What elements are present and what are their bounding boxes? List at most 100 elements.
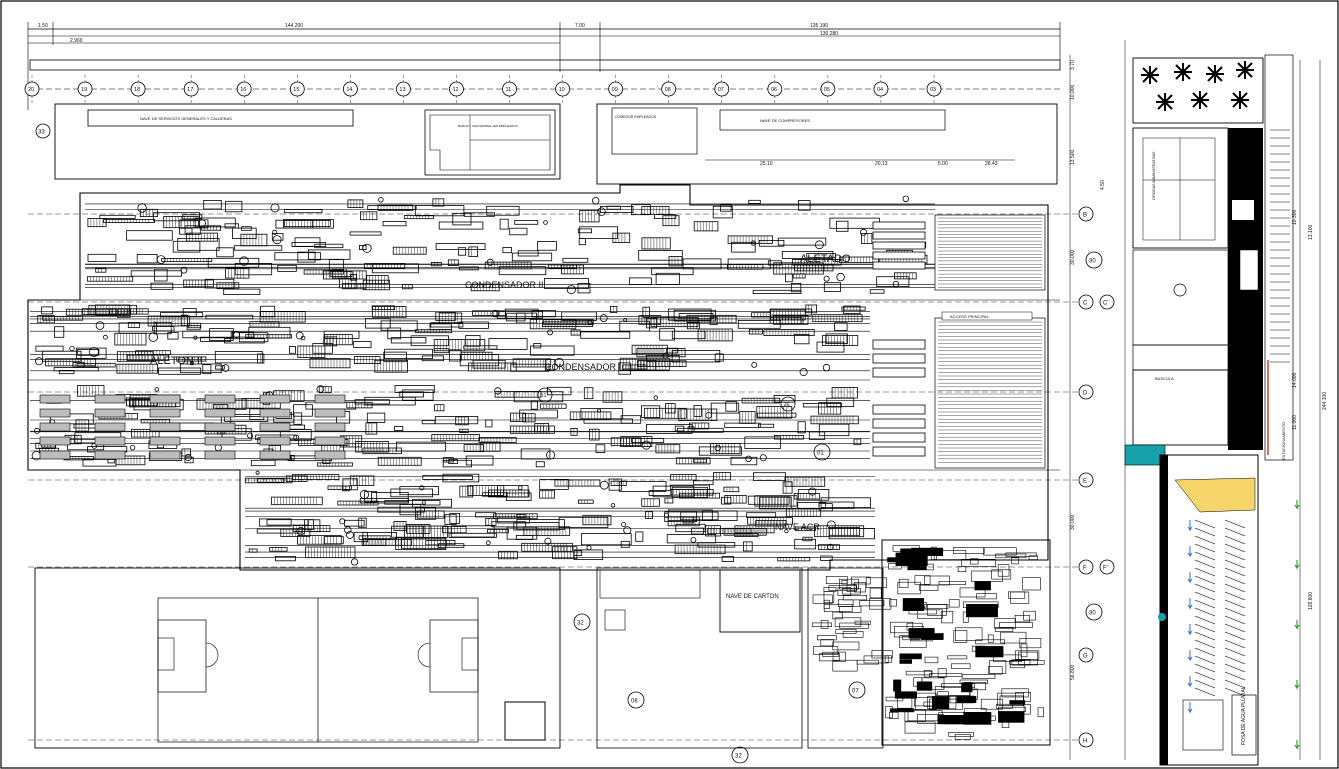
equipment-block — [668, 256, 683, 267]
equipment-block — [805, 304, 817, 314]
equipment-block — [806, 253, 836, 258]
row-label-B: B — [1083, 213, 1087, 219]
equipment-block — [825, 333, 848, 344]
column-marker-09 — [608, 81, 624, 97]
equipment-block — [793, 493, 821, 500]
dim-right-11: 14.000 — [1292, 372, 1298, 388]
row-marker-F — [1078, 559, 1094, 575]
equipment-block — [531, 310, 556, 318]
label-nave-compresores: NAVE DE COMPRESORES — [760, 118, 810, 123]
equipment-block — [304, 519, 314, 530]
label-condensador-i: CONDENSADOR I — [545, 362, 621, 372]
equipment-block — [216, 247, 234, 258]
equipment-block — [637, 360, 687, 367]
equipment-block — [747, 495, 790, 505]
equipment-block — [494, 391, 542, 398]
equipment-block — [223, 288, 261, 296]
equipment-block — [181, 448, 191, 457]
dim-right-4: 30.000 — [1070, 249, 1076, 265]
equipment-block — [748, 328, 763, 335]
dim-inner-1: 25.10 — [760, 161, 773, 167]
equipment-block — [498, 550, 518, 560]
equipment-block — [679, 492, 721, 499]
equipment-block — [580, 331, 631, 339]
top-dimension-lines: 1.50 2.960 144.200 7.00 135.190 130.280 — [27, 22, 1061, 110]
row-label-D: D — [1083, 391, 1088, 397]
equipment-block — [203, 199, 222, 210]
tree-icon — [1236, 61, 1254, 79]
equipment-block — [353, 340, 372, 348]
equipment-block — [544, 278, 590, 289]
traffic-arrow-icon — [1294, 680, 1300, 690]
equipment-block — [693, 480, 714, 486]
equipment-block — [498, 266, 547, 276]
equipment-block — [748, 199, 761, 204]
equipment-block — [539, 490, 555, 499]
equipment-block — [794, 538, 817, 550]
equipment-block — [410, 335, 450, 347]
equipment-block — [542, 321, 593, 327]
equipment-block — [539, 478, 569, 490]
equipment-block — [569, 411, 612, 420]
equipment-block — [430, 322, 464, 328]
equipment-block — [763, 329, 815, 337]
equipment-block — [777, 237, 827, 246]
column-label-04: 04 — [877, 87, 883, 93]
equipment-block — [314, 243, 344, 249]
equipment-block — [95, 304, 130, 316]
equipment-block — [646, 424, 693, 434]
equipment-block — [182, 214, 203, 220]
equipment-block — [288, 346, 296, 354]
equipment-block — [95, 267, 107, 273]
column-label-16: 16 — [240, 87, 246, 93]
equipment-block — [433, 338, 486, 352]
traffic-arrow-icon — [1187, 520, 1193, 532]
equipment-block — [442, 459, 473, 468]
row-marker-G — [1078, 647, 1094, 663]
equipment-block — [523, 526, 571, 536]
equipment-block — [167, 332, 179, 340]
equipment-block — [705, 525, 721, 537]
equipment-block — [172, 240, 201, 253]
equipment-block — [620, 540, 630, 548]
equipment-block — [115, 455, 146, 466]
equipment-block — [509, 227, 528, 236]
equipment-block — [724, 422, 761, 428]
dim-inner-2: 20.13 — [875, 161, 888, 167]
equipment-block — [414, 205, 465, 217]
row-marker-B — [1078, 206, 1094, 222]
equipment-block — [421, 355, 444, 362]
dim-right-10: 244.100 — [1322, 392, 1328, 410]
row-label-E: E — [1083, 479, 1087, 485]
equipment-block — [450, 525, 495, 538]
equipment-block — [734, 533, 759, 538]
column-label-11: 11 — [506, 87, 512, 93]
equipment-block — [496, 310, 544, 319]
equipment-block — [158, 367, 202, 375]
area-01: 01 — [817, 451, 824, 457]
equipment-block — [818, 423, 850, 437]
area-32-bottom: 32 — [735, 754, 742, 760]
row-marker-D — [1078, 384, 1094, 400]
equipment-block — [294, 237, 321, 247]
equipment-block — [642, 306, 651, 318]
traffic-arrow-icon — [1187, 546, 1193, 558]
equipment-block — [723, 486, 740, 493]
equipment-block — [359, 211, 378, 221]
equipment-block — [510, 412, 526, 423]
equipment-block — [269, 547, 288, 552]
row-label-H: H — [1083, 739, 1087, 745]
equipment-block — [558, 516, 609, 528]
equipment-block — [539, 403, 567, 409]
equipment-block — [387, 327, 402, 340]
equipment-block — [364, 263, 406, 269]
dim-top-5: 135.190 — [810, 23, 828, 29]
area-51: 51 — [541, 393, 547, 399]
equipment-block — [463, 212, 495, 217]
equipment-block — [383, 351, 407, 363]
equipment-block — [317, 462, 353, 467]
equipment-block — [37, 315, 55, 324]
label-banos-vestidores: BAÑOS Y VESTIDORES 1ER EMPLEADOS — [458, 123, 518, 128]
dim-top-2: 2.960 — [70, 38, 83, 44]
dim-right-3: 13.500 — [1070, 149, 1076, 165]
